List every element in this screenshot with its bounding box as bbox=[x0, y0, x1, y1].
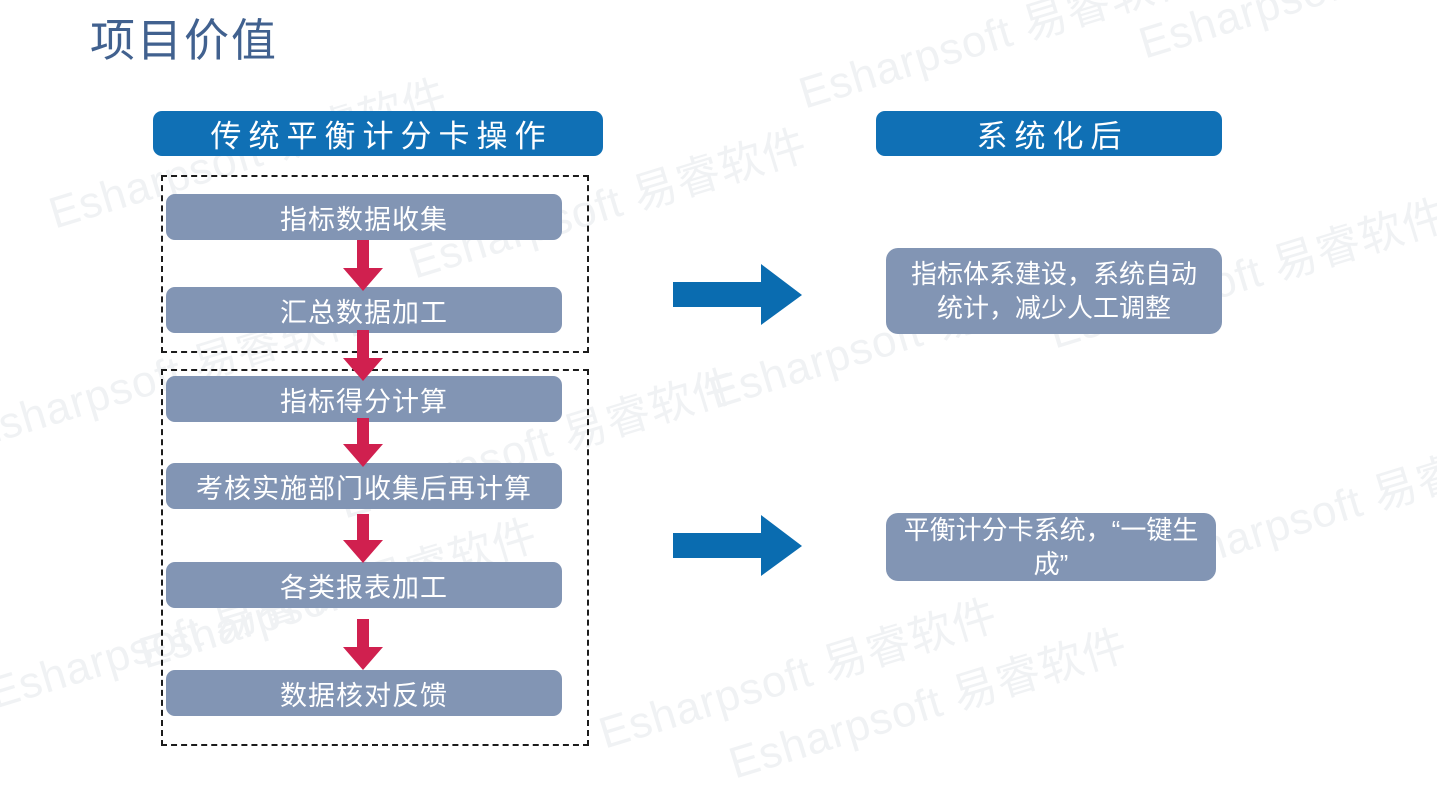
down-arrow-icon bbox=[340, 619, 386, 671]
right-arrow-icon bbox=[673, 515, 803, 577]
watermark-text: Esharpsoft 易睿软件 bbox=[723, 620, 1134, 789]
right-arrow-icon bbox=[673, 264, 803, 326]
watermark-text: Esharpsoft 易睿软件 bbox=[793, 0, 1204, 119]
header-pill-traditional: 传统平衡计分卡操作 bbox=[153, 111, 603, 156]
down-arrow-icon bbox=[340, 418, 386, 468]
process-box-data-aggregation: 汇总数据加工 bbox=[166, 287, 562, 333]
process-box-score-calculation: 指标得分计算 bbox=[166, 376, 562, 422]
result-box-bsc-system: 平衡计分卡系统，“一键生成” bbox=[886, 513, 1216, 581]
result-box-indicator-system: 指标体系建设，系统自动统计，减少人工调整 bbox=[886, 248, 1222, 334]
down-arrow-icon bbox=[340, 514, 386, 564]
down-arrow-icon bbox=[340, 240, 386, 292]
process-box-department-recalculation: 考核实施部门收集后再计算 bbox=[166, 463, 562, 509]
process-box-data-collection: 指标数据收集 bbox=[166, 194, 562, 240]
watermark-text: Esharpsoft 易睿软件 bbox=[1130, 0, 1437, 71]
process-box-report-processing: 各类报表加工 bbox=[166, 562, 562, 608]
process-box-data-verification: 数据核对反馈 bbox=[166, 670, 562, 716]
dashed-group-calculation bbox=[161, 369, 589, 746]
header-pill-systemized: 系统化后 bbox=[876, 111, 1222, 156]
page-title: 项目价值 bbox=[90, 15, 279, 66]
dashed-group-collection bbox=[161, 175, 589, 353]
down-arrow-icon bbox=[340, 330, 386, 382]
watermark-text: Esharpsoft 易睿软件 bbox=[593, 590, 1004, 759]
